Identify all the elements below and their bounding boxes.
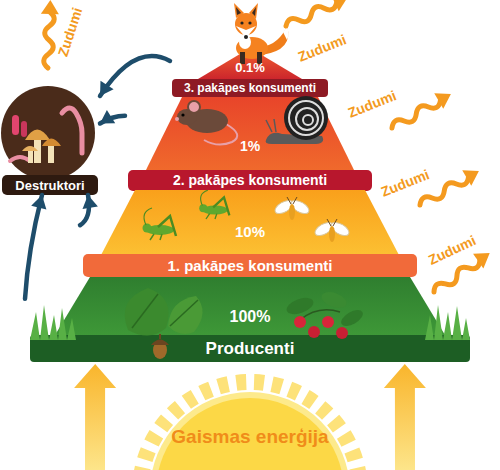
arrow-head (83, 195, 98, 209)
decay-arrow (25, 195, 46, 299)
band-text: 2. pakāpes konsumenti (125, 170, 375, 191)
arrow-head (31, 195, 46, 210)
energy-arrow (74, 364, 116, 470)
decay-arrow (100, 56, 170, 96)
energy-arrow (384, 364, 426, 470)
fox (234, 3, 289, 64)
producer-tier: 100% Producenti (25, 277, 475, 364)
decay-arrow (80, 195, 98, 225)
node-text: 10% (80, 223, 420, 241)
node-text: 0.1% (170, 59, 330, 77)
loss-label: Zudumi (286, 26, 358, 71)
energy-arrow-body (384, 364, 426, 470)
energy-arrow-body (74, 364, 116, 470)
node-text: Gaismas enerģija (60, 426, 440, 448)
sun-circle: Gaismas enerģija (60, 380, 440, 470)
node-text: 1% (125, 137, 375, 155)
tier-one-consumers: 10% 1. pakāpes konsumenti (80, 190, 420, 278)
sun-circle-shape (60, 380, 440, 470)
band-text: 3. pakāpes konsumenti (170, 79, 330, 97)
arrow-head (100, 110, 115, 124)
band-text: Producenti (25, 335, 475, 362)
decay-arrow-line (25, 195, 42, 299)
decay-arrow (100, 110, 125, 124)
loss-arrow (282, 0, 351, 34)
node-text: 100% (25, 307, 475, 327)
arrow-head (100, 81, 114, 96)
decomposer-circle: Destruktori (0, 85, 100, 195)
band-text: 1. pakāpes konsumenti (80, 254, 420, 277)
node-text: Destruktori (0, 176, 100, 195)
tier-two-consumers: 1% 2. pakāpes konsumenti (125, 97, 375, 191)
decay-arrow-line (100, 56, 170, 96)
